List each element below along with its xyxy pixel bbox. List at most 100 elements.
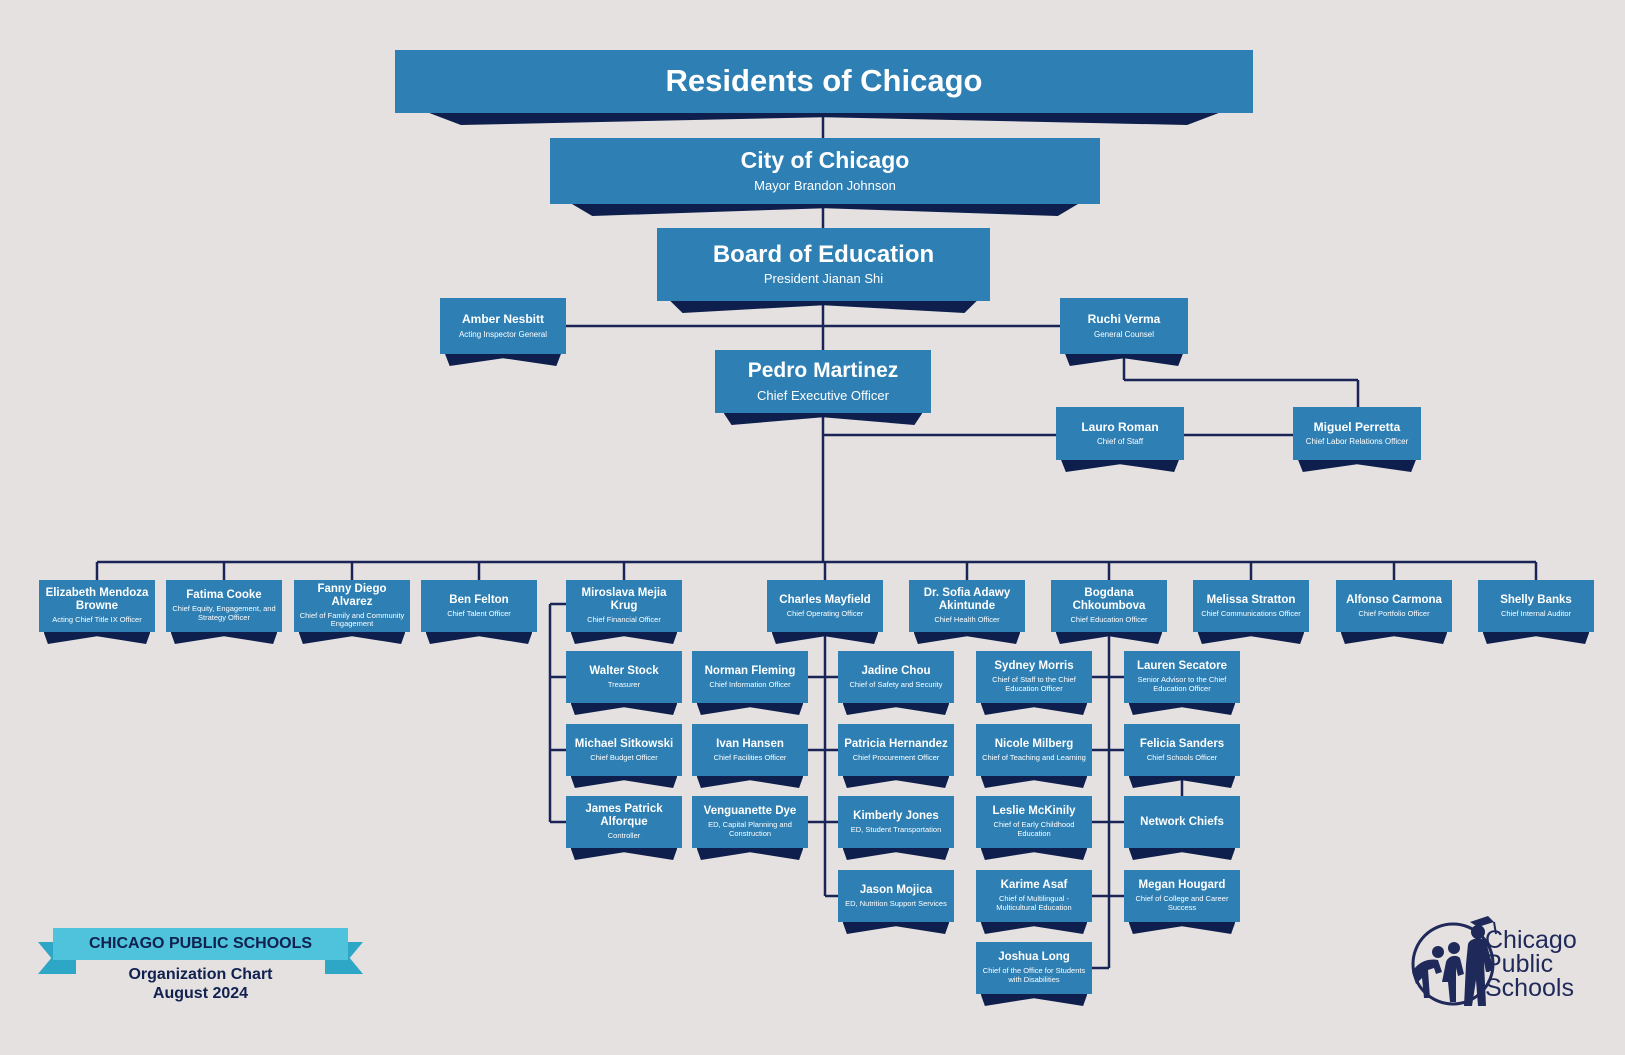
person-title: Chief of Staff to the Chief Education Of… <box>992 675 1076 693</box>
logo-text-schools: Schools <box>1485 974 1574 1002</box>
person-name: Melissa Stratton <box>1206 593 1296 606</box>
person-title: Chief Facilities Officer <box>713 752 787 762</box>
person-name: Board of Education <box>712 241 935 269</box>
person-name: Ben Felton <box>449 593 509 606</box>
person-name: Fatima Cooke <box>186 589 262 602</box>
person-name: Pedro Martinez <box>747 359 899 383</box>
person-title: Chief Schools Officer <box>1146 752 1218 762</box>
person-name: Alfonso Carmona <box>1346 593 1442 606</box>
person-title: Acting Chief Title IX Officer <box>52 615 142 625</box>
person-title: Chief Labor Relations Officer <box>1305 437 1409 447</box>
footer-chart-title: Organization Chart <box>128 966 273 983</box>
person-title: Chief of Teaching and Learning <box>982 752 1086 762</box>
footer-chart-date: August 2024 <box>152 985 249 1002</box>
person-name: Dr. Sofia Adawy Akintunde <box>923 587 1011 613</box>
person-title: Chief Internal Auditor <box>1500 608 1572 618</box>
person-title: Chief Operating Officer <box>786 608 864 618</box>
person-name: Miroslava Mejia Krug <box>581 587 667 613</box>
person-name: Ruchi Verma <box>1087 312 1161 327</box>
person-title: Mayor Brandon Johnson <box>754 178 896 194</box>
students-silhouette-logo-icon <box>1411 916 1497 1006</box>
person-title: Chief of Staff <box>1096 437 1144 447</box>
person-title: Chief Executive Officer <box>757 387 889 403</box>
person-name: Fanny Diego Alvarez <box>317 583 387 608</box>
person-name: Joshua Long <box>998 951 1070 964</box>
person-title: Chief Communications Officer <box>1201 608 1301 618</box>
person-name: Miguel Perretta <box>1313 419 1401 434</box>
person-name: James Patrick Alforque <box>585 803 663 829</box>
person-title: Chief Equity, Engagement, and Strategy O… <box>172 604 276 622</box>
person-title: Chief Budget Officer <box>590 752 658 762</box>
person-name: Megan Hougard <box>1138 879 1226 892</box>
person-title: Chief Procurement Officer <box>852 752 940 762</box>
person-title: Chief of Early Childhood Education <box>993 820 1075 838</box>
person-name: Kimberly Jones <box>853 809 939 822</box>
person-title: Senior Advisor to the Chief Education Of… <box>1137 675 1227 693</box>
person-name: Elizabeth Mendoza Browne <box>45 587 149 613</box>
person-name: Charles Mayfield <box>779 593 871 606</box>
person-title: Chief Portfolio Officer <box>1358 608 1430 618</box>
person-title: Chief Talent Officer <box>447 608 511 618</box>
person-title: Chief Information Officer <box>709 679 791 689</box>
person-name: City of Chicago <box>740 146 910 173</box>
person-name: Network Chiefs <box>1140 815 1224 828</box>
person-name: Norman Fleming <box>704 664 796 677</box>
person-name: Shelly Banks <box>1500 593 1572 606</box>
person-title: ED, Nutrition Support Services <box>845 898 947 908</box>
person-title: Chief Education Officer <box>1070 615 1148 625</box>
logo-text-public: Public <box>1485 950 1554 978</box>
person-name: Patricia Hernandez <box>844 737 948 750</box>
person-title: President Jianan Shi <box>763 270 884 286</box>
person-title: ED, Capital Planning and Construction <box>708 820 792 838</box>
person-name: Ivan Hansen <box>716 737 784 750</box>
person-name: Jadine Chou <box>861 664 931 677</box>
org-box-36: Network Chiefs <box>1124 796 1240 860</box>
footer-banner: CHICAGO PUBLIC SCHOOLS <box>53 928 348 960</box>
person-title: Chief of the Office for Students with Di… <box>982 966 1086 984</box>
person-title: Chief of Family and Community Engagement <box>299 610 405 629</box>
logo-text-chicago: Chicago <box>1485 926 1577 954</box>
person-name: Sydney Morris <box>994 660 1074 673</box>
person-title: Controller <box>607 831 641 841</box>
org-box-0: Residents of Chicago <box>395 50 1253 125</box>
person-title: Chief Financial Officer <box>587 615 661 625</box>
person-title: Chief of Multilingual - Multicultural Ed… <box>996 894 1072 912</box>
person-name: Felicia Sanders <box>1139 737 1225 750</box>
person-name: Walter Stock <box>589 664 659 677</box>
person-title: Chief Health Officer <box>934 615 1000 625</box>
person-name: Amber Nesbitt <box>461 312 544 327</box>
person-title: Treasurer <box>607 679 641 689</box>
person-name: Venguanette Dye <box>703 805 797 818</box>
